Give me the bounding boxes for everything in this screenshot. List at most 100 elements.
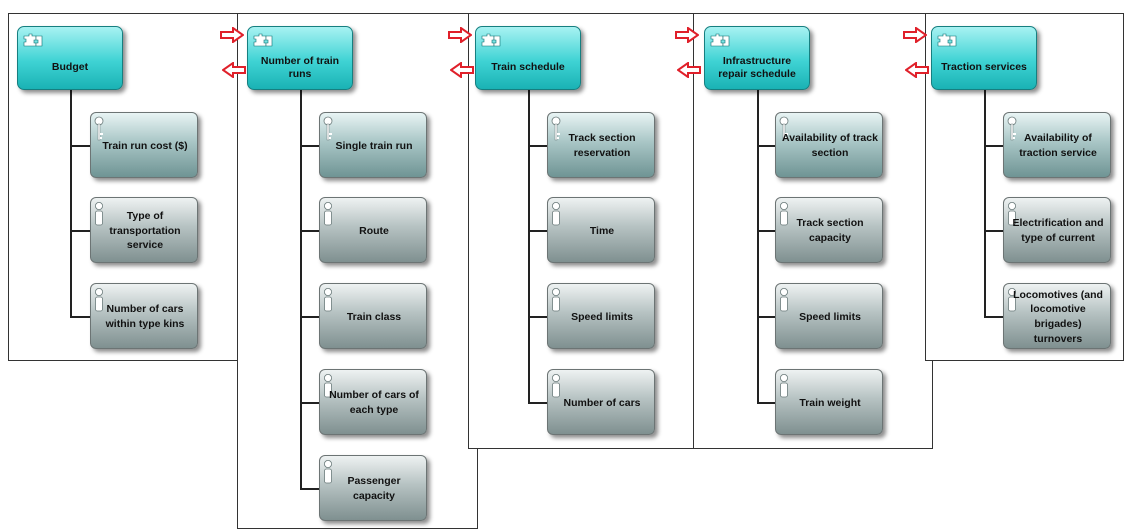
attribute-icon — [324, 374, 332, 398]
connector-branch — [528, 230, 547, 232]
attribute-box[interactable]: Availability of traction service — [1003, 112, 1111, 178]
arrow-right-icon — [220, 27, 244, 43]
arrow-left-icon — [905, 62, 929, 78]
connector-line — [528, 90, 530, 402]
connector-branch — [70, 230, 90, 232]
attribute-icon — [95, 202, 103, 226]
attribute-label: Train weight — [799, 396, 861, 409]
attribute-box[interactable]: Train class — [319, 283, 427, 349]
attribute-box[interactable]: Passenger capacity — [319, 455, 427, 521]
attribute-label: Number of cars within type kins — [105, 303, 185, 330]
connector-branch — [70, 316, 90, 318]
attribute-box[interactable]: Track section reservation — [547, 112, 655, 178]
entity-box[interactable]: Number of train runs — [247, 26, 353, 90]
arrow-left-icon — [450, 62, 474, 78]
connector-branch — [300, 230, 319, 232]
attribute-box[interactable]: Locomotives (and locomotive brigades) tu… — [1003, 283, 1111, 349]
entity-label: Traction services — [941, 61, 1027, 74]
entity-box[interactable]: Traction services — [931, 26, 1037, 90]
attribute-label: Single train run — [335, 139, 413, 152]
attribute-label: Passenger capacity — [347, 475, 401, 502]
connector-line — [70, 90, 72, 316]
connector-branch — [300, 145, 319, 147]
entity-box[interactable]: Budget — [17, 26, 123, 90]
attribute-label: Availability of track section — [782, 132, 878, 159]
key-icon — [323, 116, 333, 141]
attribute-label: Speed limits — [799, 310, 861, 323]
connector-branch — [757, 402, 775, 404]
attribute-icon — [1008, 202, 1016, 226]
attribute-box[interactable]: Track section capacity — [775, 197, 883, 263]
attribute-label: Number of cars of each type — [329, 389, 419, 416]
attribute-box[interactable]: Number of cars of each type — [319, 369, 427, 435]
connector-branch — [757, 145, 775, 147]
arrow-right-icon — [448, 27, 472, 43]
attribute-box[interactable]: Speed limits — [547, 283, 655, 349]
connector-branch — [528, 402, 547, 404]
arrow-right-icon — [903, 27, 927, 43]
entity-panel — [237, 13, 478, 529]
arrow-left-icon — [677, 62, 701, 78]
connector-line — [984, 90, 986, 316]
attribute-label: Number of cars — [563, 396, 641, 409]
key-icon — [779, 116, 789, 141]
attribute-label: Locomotives (and locomotive brigades) tu… — [1013, 288, 1103, 345]
entity-label: Train schedule — [491, 61, 565, 74]
attribute-label: Speed limits — [571, 310, 633, 323]
puzzle-icon — [937, 33, 957, 47]
entity-box[interactable]: Infrastructure repair schedule — [704, 26, 810, 90]
key-icon — [1007, 116, 1017, 141]
attribute-icon — [780, 202, 788, 226]
attribute-label: Type of transportation service — [109, 209, 181, 252]
attribute-box[interactable]: Electrification and type of current — [1003, 197, 1111, 263]
attribute-label: Track section reservation — [568, 132, 636, 159]
key-icon — [551, 116, 561, 141]
attribute-icon — [552, 202, 560, 226]
attribute-icon — [780, 288, 788, 312]
attribute-label: Track section capacity — [796, 217, 864, 244]
attribute-box[interactable]: Single train run — [319, 112, 427, 178]
puzzle-icon — [23, 33, 43, 47]
connector-branch — [528, 316, 547, 318]
connector-branch — [757, 316, 775, 318]
attribute-icon — [552, 374, 560, 398]
entity-label: Number of train runs — [260, 54, 340, 80]
attribute-icon — [552, 288, 560, 312]
attribute-box[interactable]: Time — [547, 197, 655, 263]
attribute-icon — [324, 202, 332, 226]
arrow-right-icon — [675, 27, 699, 43]
connector-branch — [70, 145, 90, 147]
connector-branch — [300, 402, 319, 404]
attribute-box[interactable]: Availability of track section — [775, 112, 883, 178]
attribute-label: Availability of traction service — [1019, 132, 1097, 159]
attribute-box[interactable]: Type of transportation service — [90, 197, 198, 263]
attribute-box[interactable]: Train weight — [775, 369, 883, 435]
connector-branch — [528, 145, 547, 147]
attribute-box[interactable]: Train run cost ($) — [90, 112, 198, 178]
attribute-label: Train class — [346, 310, 402, 323]
attribute-label: Train run cost ($) — [102, 139, 188, 152]
attribute-box[interactable]: Number of cars — [547, 369, 655, 435]
key-icon — [94, 116, 104, 141]
attribute-icon — [1008, 288, 1016, 312]
connector-branch — [300, 316, 319, 318]
entity-box[interactable]: Train schedule — [475, 26, 581, 90]
connector-line — [300, 90, 302, 488]
entity-label: Budget — [51, 61, 89, 74]
puzzle-icon — [481, 33, 501, 47]
attribute-label: Route — [359, 224, 389, 237]
attribute-icon — [324, 288, 332, 312]
connector-branch — [984, 316, 1003, 318]
attribute-icon — [324, 460, 332, 484]
attribute-box[interactable]: Number of cars within type kins — [90, 283, 198, 349]
connector-line — [757, 90, 759, 402]
connector-branch — [984, 145, 1003, 147]
attribute-icon — [780, 374, 788, 398]
connector-branch — [984, 230, 1003, 232]
arrow-left-icon — [222, 62, 246, 78]
connector-branch — [757, 230, 775, 232]
attribute-label: Electrification and type of current — [1012, 217, 1104, 244]
attribute-label: Time — [589, 224, 615, 237]
attribute-box[interactable]: Speed limits — [775, 283, 883, 349]
attribute-box[interactable]: Route — [319, 197, 427, 263]
